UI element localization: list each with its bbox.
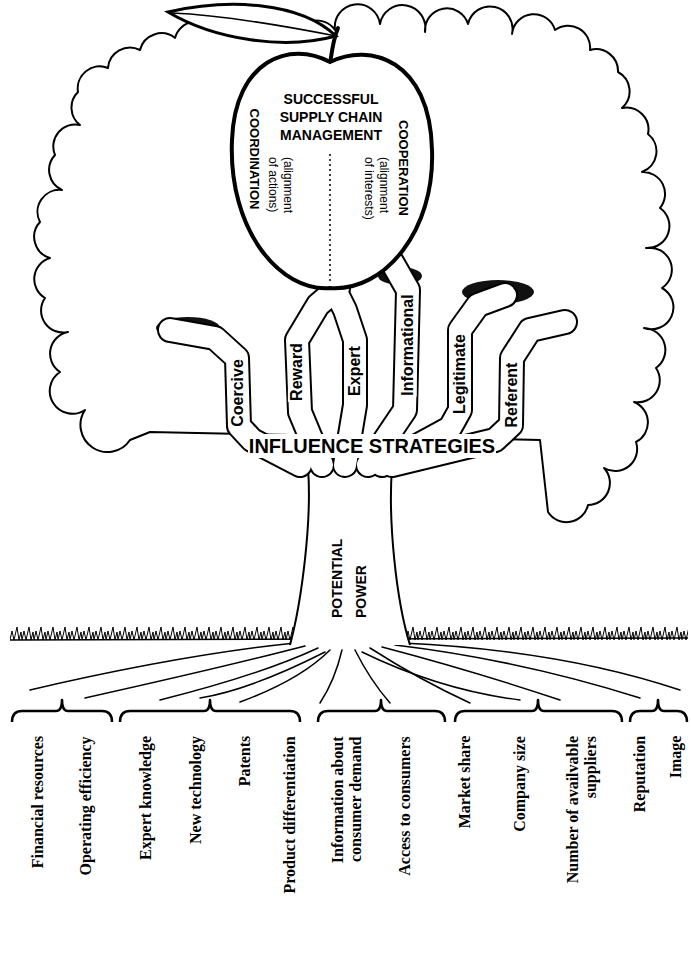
root — [240, 650, 330, 702]
power-source-label: Number of availvable suppliers — [564, 735, 600, 907]
label-holder: Image — [667, 735, 685, 780]
text-holder: SUCCESSFUL SUPPLY CHAIN MANAGEMENT — [269, 90, 393, 144]
apple-note: (alignment of actions) — [265, 156, 295, 224]
label-holder: Number of availvable suppliers — [564, 735, 600, 907]
roots — [30, 643, 680, 703]
label-holder: Reward — [288, 342, 306, 402]
power-source-label: Image — [667, 735, 685, 780]
divider-dotted-line — [329, 154, 331, 282]
trunk-side — [290, 468, 309, 645]
foliage — [34, 4, 673, 522]
label-holder: Coercive — [229, 358, 247, 428]
bracket — [12, 700, 112, 722]
label-holder: Financial resources — [29, 735, 47, 869]
influence-strategy-label: Coercive — [229, 358, 247, 428]
text-holder: (alignment of actions) — [265, 156, 295, 224]
label-holder: Access to consumers — [396, 735, 414, 877]
leaf-vein — [172, 13, 336, 36]
trunk-label: POTENTIAL POWER — [325, 531, 373, 619]
label-holder: INFLUENCE STRATEGIES — [248, 434, 496, 458]
label-holder: Expert knowledge — [137, 735, 155, 861]
label-holder: Expert — [346, 345, 364, 397]
influence-strategy-label: Legitimate — [451, 333, 469, 415]
label-holder: POTENTIAL POWER — [325, 531, 373, 619]
power-source-label: Company size — [511, 735, 529, 833]
label-holder: Market share — [456, 735, 474, 830]
text-holder: COOPERATION — [395, 119, 411, 217]
apple-side-heading: COOPERATION — [395, 119, 411, 217]
label-holder: Referent — [503, 361, 521, 428]
apple-node: SUCCESSFUL SUPPLY CHAIN MANAGEMENT COORDI… — [226, 50, 438, 296]
power-source-label: Expert knowledge — [137, 735, 155, 861]
label-holder: Company size — [511, 735, 529, 833]
text-holder: (alignment of interests) — [361, 156, 391, 224]
apple-heading: SUCCESSFUL SUPPLY CHAIN MANAGEMENT — [269, 90, 393, 144]
label-holder: Information about consumer demand — [328, 735, 364, 882]
label-holder: Operating efficiency — [77, 735, 95, 876]
bracket — [455, 700, 622, 722]
label-holder: Patents — [236, 735, 254, 788]
influence-strategy-label: Informational — [399, 294, 417, 397]
apple-side-heading: COORDINATION — [246, 108, 262, 211]
trunk — [290, 458, 410, 645]
power-source-label: Market share — [456, 735, 474, 830]
root — [320, 650, 342, 703]
influence-strategy-label: Referent — [503, 361, 521, 428]
root — [200, 652, 325, 698]
label-holder: Reputation — [631, 735, 649, 813]
power-source-label: Product differentiation — [281, 735, 299, 894]
label-holder: Product differentiation — [281, 735, 299, 894]
label-holder: New technology — [187, 735, 205, 845]
power-source-label: Operating efficiency — [77, 735, 95, 876]
power-source-label: Reputation — [631, 735, 649, 813]
power-source-label: New technology — [187, 735, 205, 845]
power-source-label: Access to consumers — [396, 735, 414, 877]
root — [362, 652, 520, 700]
label-holder: Informational — [399, 294, 417, 397]
root — [402, 643, 680, 690]
power-source-label: Patents — [236, 735, 254, 788]
bracket — [120, 700, 300, 722]
branch-fills — [170, 262, 565, 465]
power-source-label: Financial resources — [29, 735, 47, 869]
power-source-label: Information about consumer demand — [328, 735, 364, 882]
section-heading: INFLUENCE STRATEGIES — [248, 434, 496, 458]
branch-outlines — [170, 262, 565, 465]
bracket — [630, 700, 687, 722]
influence-strategy-label: Expert — [346, 345, 364, 397]
label-holder: Legitimate — [451, 333, 469, 415]
root — [160, 648, 318, 700]
text-holder: COORDINATION — [246, 108, 262, 211]
bracket — [318, 700, 445, 722]
influence-strategy-label: Reward — [288, 342, 306, 402]
apple-note: (alignment of interests) — [361, 156, 391, 224]
apple-shape — [232, 54, 432, 289]
trunk-side — [391, 468, 410, 645]
apple-leaf — [168, 4, 336, 42]
brackets — [12, 700, 687, 722]
